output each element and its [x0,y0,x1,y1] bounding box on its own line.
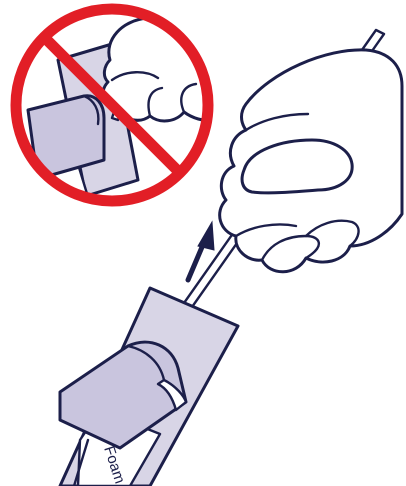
swab-package: Foam [60,288,238,486]
arrow-head [198,222,214,250]
incorrect-method-inset [16,9,214,218]
hand [220,50,402,272]
